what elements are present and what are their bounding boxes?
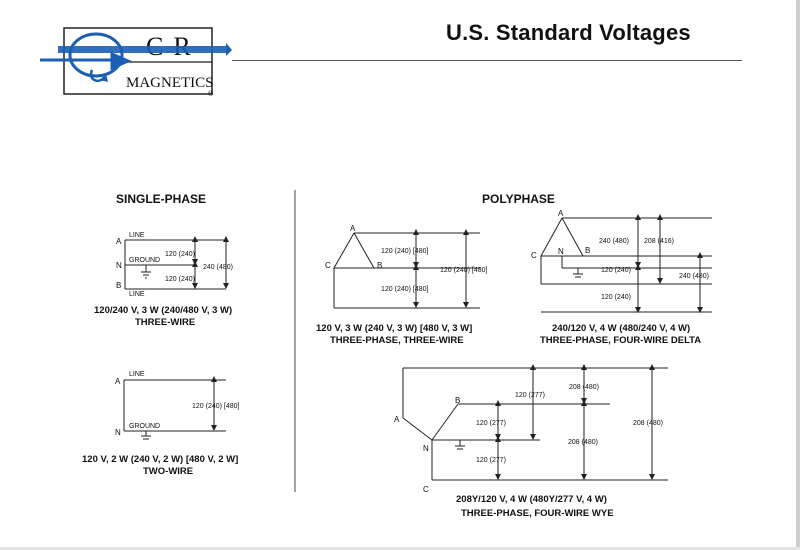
ground-icon xyxy=(141,271,151,279)
ground-label: GROUND xyxy=(129,423,160,430)
voltage-a-c: 208 (480) xyxy=(633,420,663,427)
voltage-a-c: 208 (416) xyxy=(644,238,674,245)
three-phase-three-wire-diagram: A B C 120 (240) [480] 120 (240) [480] 12… xyxy=(316,224,488,346)
polyphase-heading: POLYPHASE xyxy=(482,192,555,206)
p4wd-caption-line2: THREE-PHASE, FOUR-WIRE DELTA xyxy=(540,335,701,346)
logo-hook-arrow-icon xyxy=(100,74,108,82)
voltage-n-b: 120 (240) xyxy=(601,267,631,274)
p3w-caption-line2: THREE-PHASE, THREE-WIRE xyxy=(330,335,464,346)
page-edge-bottom xyxy=(0,547,800,550)
voltage-a-b: 208 (480) xyxy=(569,384,599,391)
voltage-a-n: 120 (240) [480] xyxy=(192,403,240,410)
sp2w-caption-line2: TWO-WIRE xyxy=(143,466,193,477)
node-n-label: N xyxy=(115,428,121,437)
logo-bar-arrowhead-icon xyxy=(226,43,232,56)
voltage-a-n: 120 (240) xyxy=(165,251,195,258)
node-c-label: C xyxy=(423,485,429,494)
line-label: LINE xyxy=(129,371,145,378)
logo-arrow-icon xyxy=(40,51,132,71)
node-n-label: N xyxy=(423,444,429,453)
voltage-b-c: 240 (480) xyxy=(679,273,709,280)
ground-icon xyxy=(455,445,465,450)
voltage-a-b: 120 (240) [480] xyxy=(381,248,429,255)
single-phase-three-wire-diagram: A N B LINE GROUND LINE 120 (240) 120 (24… xyxy=(94,232,233,328)
winding-a xyxy=(402,417,433,441)
node-c-label: C xyxy=(531,251,537,260)
registered-mark: ® xyxy=(208,90,214,98)
line-bottom-label: LINE xyxy=(129,291,145,298)
p4wy-caption-line2: THREE-PHASE, FOUR-WIRE WYE xyxy=(461,508,614,519)
node-b-label: B xyxy=(585,246,590,255)
voltage-b-c: 208 (480) xyxy=(568,439,598,446)
voltage-n-c: 120 (277) xyxy=(476,457,506,464)
voltage-a-c: 120 (240) [480] xyxy=(440,267,488,274)
sp2w-caption-line1: 120 V, 2 W (240 V, 2 W) [480 V, 2 W] xyxy=(82,454,238,465)
p4wd-caption-line1: 240/120 V, 4 W (480/240 V, 4 W) xyxy=(552,323,690,334)
node-a-label: A xyxy=(394,415,400,424)
single-phase-heading: SINGLE-PHASE xyxy=(116,192,206,206)
node-a-label: A xyxy=(350,224,356,233)
voltage-n-b: 120 (240) xyxy=(165,276,195,283)
title-rule xyxy=(232,60,742,61)
node-a-label: A xyxy=(116,237,122,246)
voltage-a-n: 120 (277) xyxy=(515,392,545,399)
node-a-label: A xyxy=(558,209,564,218)
node-b-label: B xyxy=(377,261,382,270)
voltage-a-n: 240 (480) xyxy=(599,238,629,245)
voltage-b-c: 120 (240) [480] xyxy=(381,286,429,293)
line-top-label: LINE xyxy=(129,232,145,239)
logo-swirl-icon xyxy=(68,32,124,78)
node-a-label: A xyxy=(115,377,121,386)
three-phase-four-wire-wye-diagram: A B N C 120 (277) 120 (277) 120 (277) 20… xyxy=(394,364,668,519)
voltage-n-c: 120 (240) xyxy=(601,294,631,301)
page-edge xyxy=(796,0,800,550)
voltage-b-n: 120 (277) xyxy=(476,420,506,427)
logo-bar-top xyxy=(58,46,226,53)
node-c-label: C xyxy=(325,261,331,270)
page-title: U.S. Standard Voltages xyxy=(446,20,691,45)
sp3w-caption-line2: THREE-WIRE xyxy=(135,317,195,328)
cr-magnetics-logo: CR MAGNETICS ® xyxy=(40,27,232,98)
sp3w-caption-line1: 120/240 V, 3 W (240/480 V, 3 W) xyxy=(94,305,232,316)
ground-icon xyxy=(573,273,583,278)
node-b-label: B xyxy=(116,281,121,290)
delta-winding xyxy=(333,232,375,269)
node-n-label: N xyxy=(558,247,564,256)
node-b-label: B xyxy=(455,396,460,405)
ground-icon xyxy=(141,435,151,440)
three-phase-four-wire-delta-diagram: A N B C 240 (480) 208 (416) 120 (240) 24… xyxy=(531,209,712,346)
p4wy-caption-line1: 208Y/120 V, 4 W (480Y/277 V, 4 W) xyxy=(456,494,607,505)
logo-bottom-text: MAGNETICS xyxy=(126,75,214,91)
single-phase-two-wire-diagram: A N LINE GROUND 120 (240) [480] 120 V, 2… xyxy=(82,371,240,477)
voltage-a-b: 240 (480) xyxy=(203,264,233,271)
p3w-caption-line1: 120 V, 3 W (240 V, 3 W) [480 V, 3 W] xyxy=(316,323,472,334)
node-n-label: N xyxy=(116,261,122,270)
winding-b xyxy=(431,403,459,441)
ground-label: GROUND xyxy=(129,257,160,264)
